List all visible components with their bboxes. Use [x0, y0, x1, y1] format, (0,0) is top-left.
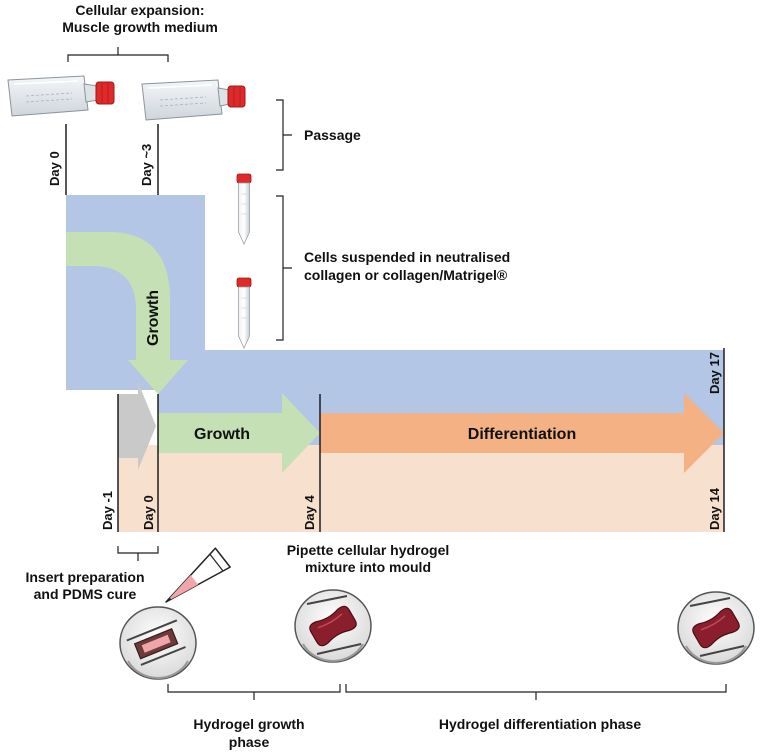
- insert-preparation-arrow: [118, 382, 156, 470]
- growth-phase-arrow: [158, 393, 320, 473]
- day-markers: [65, 124, 725, 532]
- differentiation-phase-label: Differentiation: [468, 426, 576, 443]
- hydrogel-growth-line1: Hydrogel growth: [193, 716, 304, 732]
- culture-timeline-bands: [66, 195, 724, 532]
- day0-culture-label: Day 0: [141, 495, 156, 530]
- growth-curve-label: Growth: [145, 290, 162, 346]
- expansion-title-line2: Muscle growth medium: [62, 19, 218, 35]
- hydrogel-insert-icon: [294, 589, 372, 663]
- centrifuge-tube-icon: [236, 277, 252, 349]
- day-minus1-label: Day -1: [100, 491, 115, 530]
- cells-suspension-line1: Cells suspended in neutralised: [304, 249, 510, 265]
- growth-phase-label: Growth: [194, 426, 250, 443]
- day17-label: Day 17: [707, 352, 722, 394]
- hydrogel-differentiation-label: Hydrogel differentiation phase: [439, 716, 641, 732]
- cells-suspension-line2: collagen or collagen/Matrigel®: [304, 267, 508, 283]
- culture-flask-icon: [141, 79, 246, 121]
- differentiation-phase-band: [118, 445, 724, 532]
- day3-passage-label: Day ~3: [139, 144, 154, 186]
- growth-curve-arrow: [66, 232, 188, 394]
- pipette-instruction-line1: Pipette cellular hydrogel: [287, 542, 450, 558]
- cells-suspension-bracket: [276, 195, 292, 341]
- empty-insert-mould-icon: [119, 606, 197, 680]
- differentiation-phase-arrow: [320, 393, 724, 473]
- day14-label: Day 14: [707, 487, 722, 530]
- expansion-title-line1: Cellular expansion:: [75, 2, 204, 18]
- hydrogel-insert-icon: [677, 591, 755, 665]
- expansion-bracket: [67, 47, 169, 62]
- hydrogel-differentiation-bracket: [345, 684, 727, 700]
- cell-expansion-band: [66, 195, 724, 445]
- culture-flask-icon: [7, 75, 115, 117]
- passage-bracket: [276, 99, 292, 171]
- hydrogel-growth-line2: phase: [229, 734, 270, 750]
- pipette-instruction-line2: mixture into mould: [305, 559, 431, 575]
- day4-label: Day 4: [302, 495, 317, 530]
- passage-label: Passage: [304, 127, 361, 143]
- hydrogel-growth-bracket: [167, 684, 341, 700]
- centrifuge-tube-icon: [236, 173, 252, 245]
- day0-expansion-label: Day 0: [47, 151, 62, 186]
- insert-prep-bracket: [117, 546, 159, 561]
- insert-prep-line1: Insert preparation: [25, 569, 144, 585]
- insert-prep-line2: and PDMS cure: [34, 586, 137, 602]
- pipette-tip-icon: [165, 547, 231, 603]
